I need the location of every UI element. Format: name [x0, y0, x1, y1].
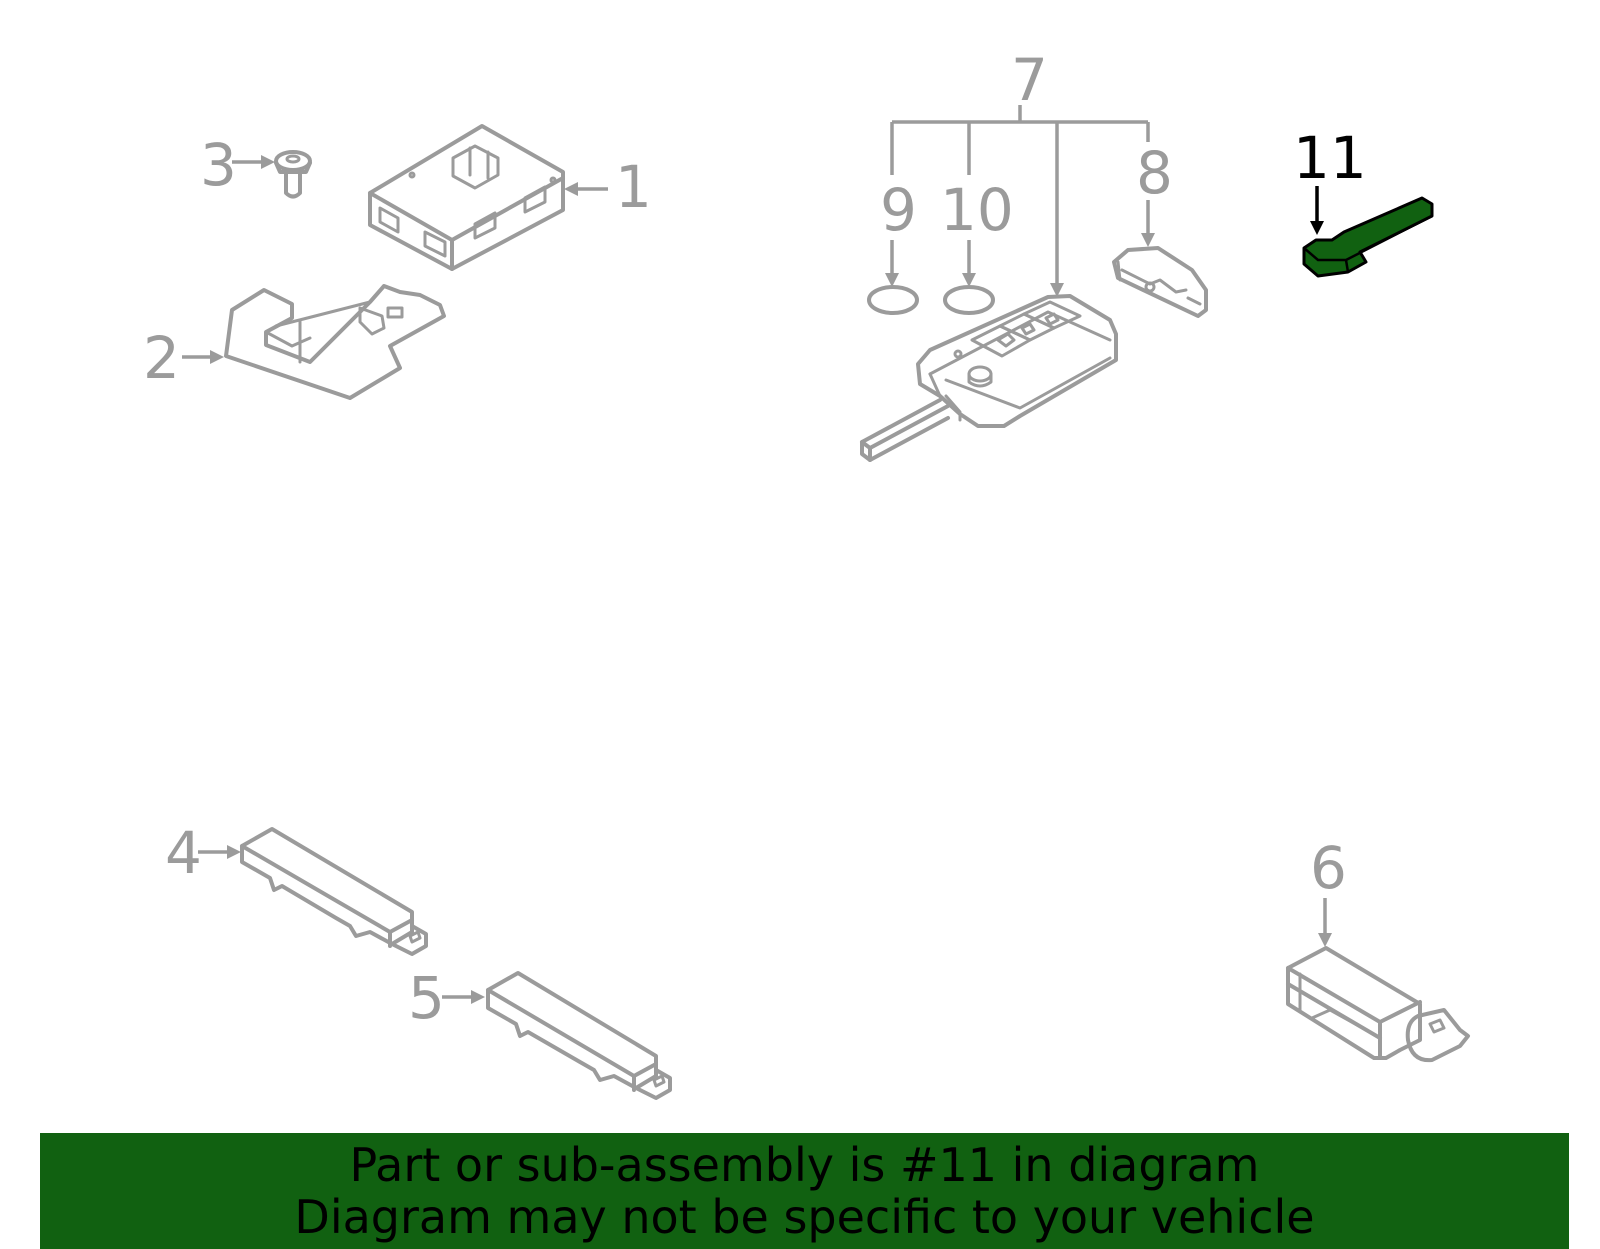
callout-6[interactable]: 6: [1310, 834, 1347, 902]
leader-3: [232, 155, 275, 169]
leader-1: [564, 182, 608, 196]
leader-10: [962, 240, 976, 287]
leader-5: [442, 990, 485, 1004]
leader-4: [198, 845, 241, 859]
callout-7[interactable]: 7: [1011, 46, 1048, 114]
banner-line-1: Part or sub-assembly is #11 in diagram: [349, 1138, 1260, 1192]
callout-11[interactable]: 11: [1293, 124, 1367, 192]
callout-5[interactable]: 5: [408, 964, 445, 1032]
callout-4[interactable]: 4: [165, 819, 202, 887]
part-9-battery[interactable]: [867, 285, 919, 315]
leader-11: [1310, 186, 1324, 235]
callout-1[interactable]: 1: [615, 153, 652, 221]
callout-8[interactable]: 8: [1136, 139, 1173, 207]
part-6-sensor[interactable]: [1286, 946, 1470, 1063]
info-banner: Part or sub-assembly is #11 in diagram D…: [40, 1133, 1569, 1249]
leader-6: [1318, 898, 1332, 947]
part-8-key-cover[interactable]: [1112, 246, 1208, 318]
part-2-bracket[interactable]: [224, 284, 446, 400]
leader-9: [885, 240, 899, 287]
leader-group-7: [890, 105, 1150, 297]
callout-2[interactable]: 2: [143, 324, 180, 392]
part-1-control-module[interactable]: [368, 124, 565, 271]
part-3-screw[interactable]: [274, 150, 312, 199]
callout-3[interactable]: 3: [200, 131, 237, 199]
part-7-key-fob[interactable]: [860, 294, 1118, 462]
banner-line-2: Diagram may not be specific to your vehi…: [294, 1190, 1315, 1244]
callout-9[interactable]: 9: [880, 176, 917, 244]
part-5-antenna[interactable]: [486, 971, 672, 1100]
part-4-antenna[interactable]: [240, 827, 428, 956]
leader-2: [182, 350, 224, 364]
part-10-battery[interactable]: [943, 285, 995, 315]
part-11-emergency-key-blade[interactable]: [1302, 196, 1434, 278]
leader-8: [1141, 200, 1155, 247]
callout-10[interactable]: 10: [940, 176, 1014, 244]
